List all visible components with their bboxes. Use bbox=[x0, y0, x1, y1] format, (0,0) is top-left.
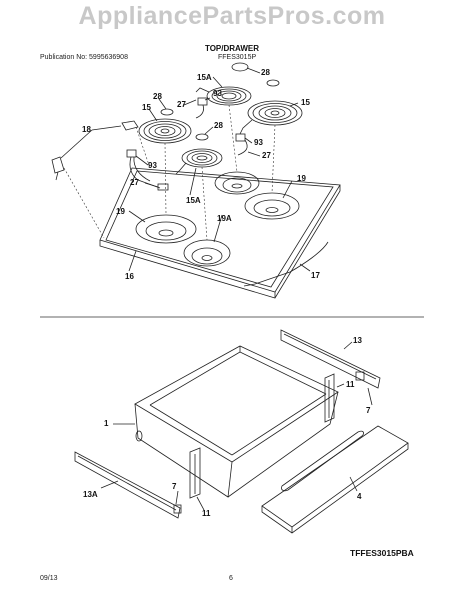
roller-bracket-left bbox=[189, 447, 201, 499]
callout-13a: 13A bbox=[83, 490, 98, 499]
callout-7: 7 bbox=[172, 482, 177, 491]
callout-1: 1 bbox=[104, 419, 109, 428]
drawer-rail-left bbox=[74, 451, 181, 519]
drip-bowl-left-front bbox=[135, 214, 197, 244]
callout-13: 13 bbox=[353, 336, 362, 345]
callout-28: 28 bbox=[153, 92, 162, 101]
drawer-handle bbox=[281, 430, 365, 492]
trim-ring-right bbox=[266, 79, 280, 87]
drawer-rail-right bbox=[280, 329, 381, 389]
surface-element-15-right bbox=[239, 100, 303, 135]
footer-date: 09/13 bbox=[40, 575, 58, 582]
callout-7: 7 bbox=[366, 406, 371, 415]
bracket-18-rear bbox=[121, 120, 139, 131]
callout-19: 19 bbox=[116, 207, 125, 216]
callout-19: 19 bbox=[297, 174, 306, 183]
callout-27: 27 bbox=[177, 100, 186, 109]
watermark: AppliancePartsPros.com bbox=[78, 2, 386, 30]
wire-27-right bbox=[237, 139, 248, 156]
surface-element-15a-mid bbox=[175, 148, 223, 175]
callout-15a: 15A bbox=[197, 73, 212, 82]
callout-93: 93 bbox=[213, 89, 222, 98]
callout-11: 11 bbox=[346, 380, 355, 389]
drawer-box-front bbox=[134, 403, 233, 498]
callout-18: 18 bbox=[82, 125, 91, 134]
drawer-front-panel bbox=[261, 425, 409, 528]
trim-ring-top bbox=[231, 62, 249, 72]
surface-element-15a-top bbox=[195, 86, 252, 106]
receptacle-93-left bbox=[126, 149, 137, 158]
support-rod-17 bbox=[243, 241, 329, 287]
trim-ring-mid bbox=[160, 108, 174, 116]
roller-bracket-right bbox=[324, 373, 335, 423]
footer-page-number: 6 bbox=[229, 575, 233, 582]
callout-4: 4 bbox=[357, 492, 362, 501]
callout-28: 28 bbox=[214, 121, 223, 130]
callout-27: 27 bbox=[262, 151, 271, 160]
receptacle-93-top bbox=[197, 97, 208, 106]
diagram-model-code: TFFES3015PBA bbox=[350, 548, 414, 558]
callout-17: 17 bbox=[311, 271, 320, 280]
callout-15: 15 bbox=[142, 103, 151, 112]
callout-15a: 15A bbox=[186, 196, 201, 205]
surface-element-15-left bbox=[138, 118, 192, 144]
receptacle-93-right bbox=[235, 133, 246, 142]
drawer-box-top-rim bbox=[134, 345, 339, 463]
drip-bowl-center-rear bbox=[214, 171, 260, 195]
drip-bowl-right-rear bbox=[244, 192, 300, 220]
callout-15: 15 bbox=[301, 98, 310, 107]
callout-93: 93 bbox=[254, 138, 263, 147]
publication-number: Publication No: 5995636908 bbox=[40, 54, 128, 61]
model-number: FFES3015P bbox=[218, 54, 257, 61]
callout-28: 28 bbox=[261, 68, 270, 77]
callout-11: 11 bbox=[202, 509, 211, 518]
callout-93: 93 bbox=[148, 161, 157, 170]
drip-bowl-center-front bbox=[183, 239, 231, 267]
callout-19a: 19A bbox=[217, 214, 232, 223]
trim-ring-lower bbox=[195, 133, 209, 141]
callout-27: 27 bbox=[130, 178, 139, 187]
bracket-18-front bbox=[51, 156, 65, 174]
callout-16: 16 bbox=[125, 272, 134, 281]
wire-27-left bbox=[129, 156, 161, 189]
section-title: TOP/DRAWER bbox=[204, 44, 260, 53]
